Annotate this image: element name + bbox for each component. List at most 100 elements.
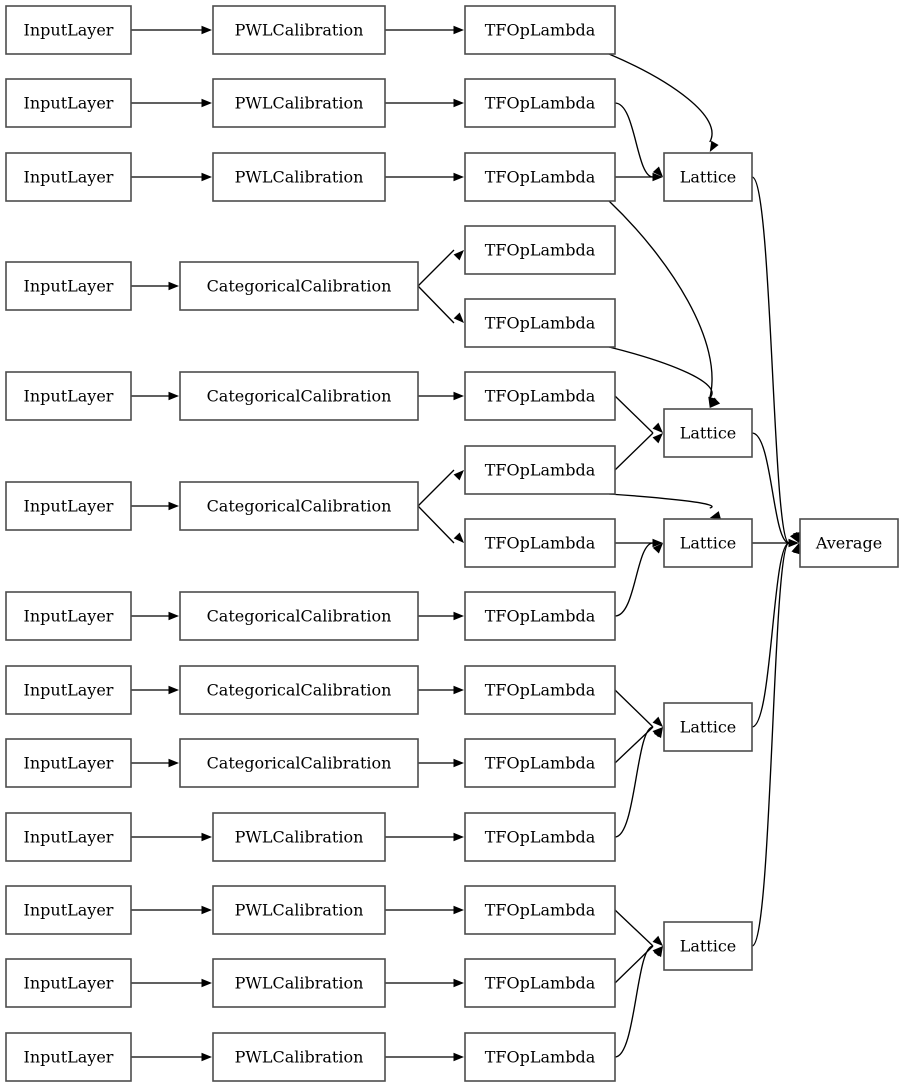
edge-tfop-lambda-to-lattice <box>608 53 719 152</box>
node-box[interactable] <box>5 885 132 935</box>
node-tfop-lambda[interactable]: TFOpLambda <box>464 225 616 275</box>
node-average[interactable]: Average <box>799 518 899 568</box>
node-tfop-lambda[interactable]: TFOpLambda <box>464 885 616 935</box>
node-box[interactable] <box>663 702 753 752</box>
node-lattice[interactable]: Lattice <box>663 518 753 568</box>
node-box[interactable] <box>464 885 616 935</box>
node-box[interactable] <box>663 921 753 971</box>
edge-pwlcalibration-to-tfop-lambda <box>385 172 464 182</box>
node-box[interactable] <box>179 371 419 421</box>
node-pwlcalibration[interactable]: PWLCalibration <box>212 885 386 935</box>
node-box[interactable] <box>464 812 616 862</box>
node-box[interactable] <box>464 518 616 568</box>
node-tfop-lambda[interactable]: TFOpLambda <box>464 5 616 55</box>
node-pwlcalibration[interactable]: PWLCalibration <box>212 5 386 55</box>
node-categorical-calibration[interactable]: CategoricalCalibration <box>179 665 419 715</box>
node-box[interactable] <box>5 5 132 55</box>
node-input-layer[interactable]: InputLayer <box>5 481 132 531</box>
node-input-layer[interactable]: InputLayer <box>5 885 132 935</box>
node-box[interactable] <box>5 481 132 531</box>
node-categorical-calibration[interactable]: CategoricalCalibration <box>179 738 419 788</box>
node-box[interactable] <box>5 591 132 641</box>
node-input-layer[interactable]: InputLayer <box>5 261 132 311</box>
node-box[interactable] <box>464 665 616 715</box>
node-pwlcalibration[interactable]: PWLCalibration <box>212 958 386 1008</box>
node-box[interactable] <box>663 518 753 568</box>
node-box[interactable] <box>464 5 616 55</box>
node-categorical-calibration[interactable]: CategoricalCalibration <box>179 371 419 421</box>
node-tfop-lambda[interactable]: TFOpLambda <box>464 371 616 421</box>
node-box[interactable] <box>5 738 132 788</box>
node-box[interactable] <box>5 812 132 862</box>
node-box[interactable] <box>179 481 419 531</box>
node-box[interactable] <box>464 1032 616 1082</box>
node-box[interactable] <box>464 298 616 348</box>
node-box[interactable] <box>212 152 386 202</box>
node-categorical-calibration[interactable]: CategoricalCalibration <box>179 261 419 311</box>
node-box[interactable] <box>464 958 616 1008</box>
node-lattice[interactable]: Lattice <box>663 921 753 971</box>
node-input-layer[interactable]: InputLayer <box>5 152 132 202</box>
node-input-layer[interactable]: InputLayer <box>5 1032 132 1082</box>
node-input-layer[interactable]: InputLayer <box>5 812 132 862</box>
node-tfop-lambda[interactable]: TFOpLambda <box>464 591 616 641</box>
node-pwlcalibration[interactable]: PWLCalibration <box>212 152 386 202</box>
node-box[interactable] <box>179 665 419 715</box>
node-box[interactable] <box>799 518 899 568</box>
node-box[interactable] <box>179 261 419 311</box>
node-input-layer[interactable]: InputLayer <box>5 591 132 641</box>
node-tfop-lambda[interactable]: TFOpLambda <box>464 78 616 128</box>
node-box[interactable] <box>179 738 419 788</box>
node-tfop-lambda[interactable]: TFOpLambda <box>464 958 616 1008</box>
node-box[interactable] <box>464 445 616 495</box>
edge-tfop-lambda-to-lattice <box>614 395 663 434</box>
node-box[interactable] <box>212 78 386 128</box>
node-box[interactable] <box>5 1032 132 1082</box>
node-box[interactable] <box>464 78 616 128</box>
node-input-layer[interactable]: InputLayer <box>5 78 132 128</box>
node-box[interactable] <box>464 152 616 202</box>
node-box[interactable] <box>5 665 132 715</box>
node-pwlcalibration[interactable]: PWLCalibration <box>212 812 386 862</box>
node-box[interactable] <box>5 958 132 1008</box>
node-box[interactable] <box>212 958 386 1008</box>
node-tfop-lambda[interactable]: TFOpLambda <box>464 812 616 862</box>
node-categorical-calibration[interactable]: CategoricalCalibration <box>179 591 419 641</box>
node-tfop-lambda[interactable]: TFOpLambda <box>464 518 616 568</box>
node-pwlcalibration[interactable]: PWLCalibration <box>212 1032 386 1082</box>
node-tfop-lambda[interactable]: TFOpLambda <box>464 738 616 788</box>
node-box[interactable] <box>5 152 132 202</box>
node-box[interactable] <box>464 371 616 421</box>
node-box[interactable] <box>5 371 132 421</box>
node-box[interactable] <box>212 5 386 55</box>
node-input-layer[interactable]: InputLayer <box>5 958 132 1008</box>
node-box[interactable] <box>212 812 386 862</box>
node-lattice[interactable]: Lattice <box>663 408 753 458</box>
node-lattice[interactable]: Lattice <box>663 152 753 202</box>
node-box[interactable] <box>179 591 419 641</box>
node-box[interactable] <box>663 408 753 458</box>
node-box[interactable] <box>663 152 753 202</box>
node-tfop-lambda[interactable]: TFOpLambda <box>464 152 616 202</box>
node-categorical-calibration[interactable]: CategoricalCalibration <box>179 481 419 531</box>
node-input-layer[interactable]: InputLayer <box>5 738 132 788</box>
node-pwlcalibration[interactable]: PWLCalibration <box>212 78 386 128</box>
node-tfop-lambda[interactable]: TFOpLambda <box>464 445 616 495</box>
node-box[interactable] <box>464 225 616 275</box>
node-box[interactable] <box>464 738 616 788</box>
node-input-layer[interactable]: InputLayer <box>5 665 132 715</box>
edge-input-layer-to-categorical-calibration <box>131 611 179 621</box>
node-box[interactable] <box>464 591 616 641</box>
node-box[interactable] <box>5 78 132 128</box>
node-tfop-lambda[interactable]: TFOpLambda <box>464 298 616 348</box>
node-box[interactable] <box>5 261 132 311</box>
node-input-layer[interactable]: InputLayer <box>5 5 132 55</box>
node-box[interactable] <box>212 885 386 935</box>
edge-input-layer-to-pwlcalibration <box>131 172 212 182</box>
edge-input-layer-to-categorical-calibration <box>131 281 179 291</box>
node-box[interactable] <box>212 1032 386 1082</box>
node-tfop-lambda[interactable]: TFOpLambda <box>464 665 616 715</box>
node-tfop-lambda[interactable]: TFOpLambda <box>464 1032 616 1082</box>
node-input-layer[interactable]: InputLayer <box>5 371 132 421</box>
node-lattice[interactable]: Lattice <box>663 702 753 752</box>
